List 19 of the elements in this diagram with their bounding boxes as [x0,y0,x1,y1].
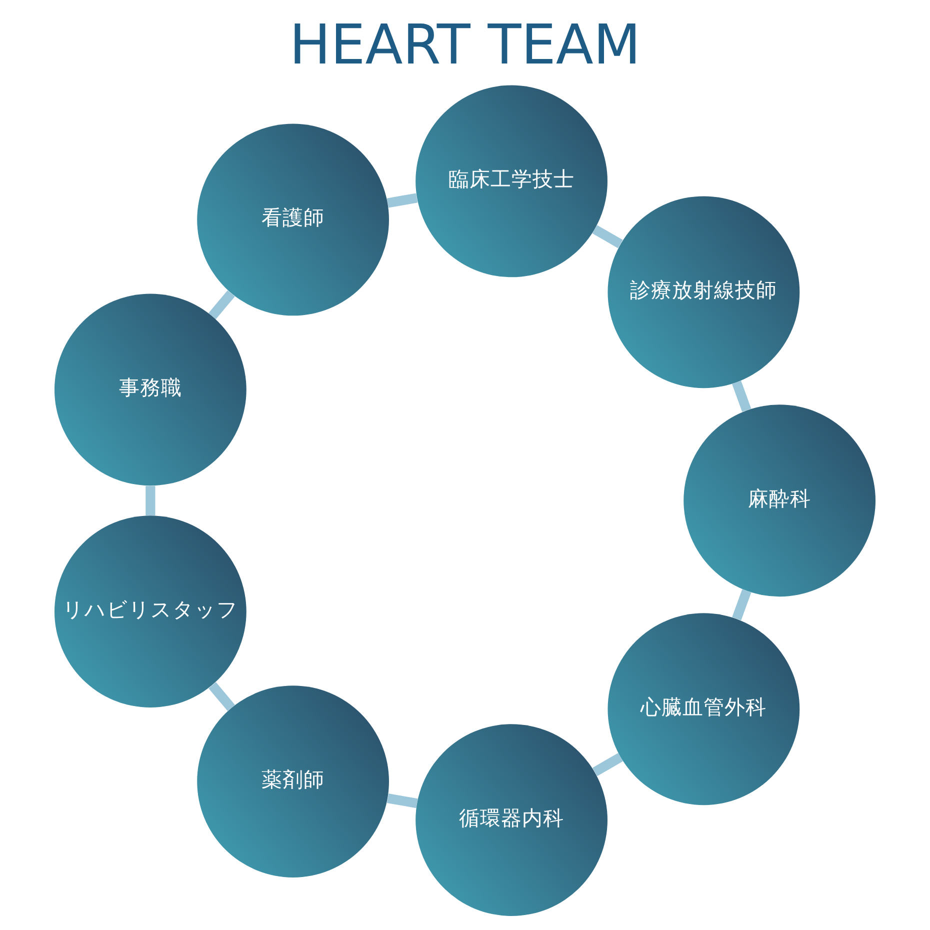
node-circle: 診療放射線技師 [608,196,800,388]
connector [208,682,235,712]
connector [732,380,752,412]
node-circle: 循環器内科 [416,724,608,916]
node-circle: 臨床工学技士 [416,85,608,278]
connector [732,589,752,620]
node-circle: 麻酔科 [684,404,876,597]
node-circle: リハビリスタッフ [54,516,246,708]
node-circle: 事務職 [54,294,246,486]
connector [592,752,623,776]
diagram-title: HEART TEAM [289,12,641,76]
node-circle: 薬剤師 [197,686,389,878]
connector [386,794,418,808]
node-circle: 心臓血管外科 [608,613,800,806]
connector [592,225,623,248]
connector [208,290,235,320]
connector [146,486,156,516]
connector [386,193,418,208]
node-circle: 看護師 [197,124,389,316]
